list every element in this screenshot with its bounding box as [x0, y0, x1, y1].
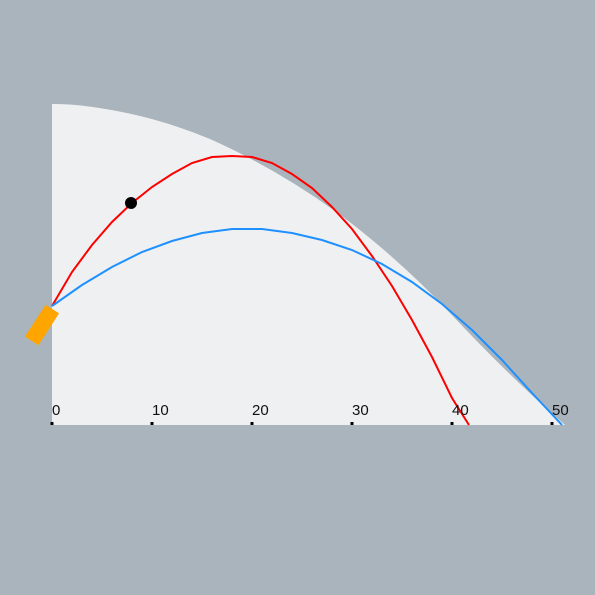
axis-tick-label: 10 [152, 402, 169, 419]
axis-tick [550, 422, 554, 425]
axis-tick-label: 20 [252, 402, 269, 419]
distance-axis: 0 10 20 30 40 50 [50, 402, 569, 425]
axis-tick [50, 422, 54, 425]
axis-tick-label: 0 [52, 402, 60, 419]
axis-tick [450, 422, 454, 425]
cannon-icon[interactable] [24, 304, 60, 346]
axis-tick [350, 422, 354, 425]
trajectory-high [51, 154, 470, 426]
ball-icon [125, 197, 137, 209]
axis-tick-label: 40 [452, 402, 469, 419]
axis-tick [150, 422, 154, 425]
axis-tick-label: 50 [552, 402, 569, 419]
reachable-envelope [52, 104, 565, 425]
trajectory-low [51, 228, 563, 426]
axis-tick [250, 422, 254, 425]
axis-tick-label: 30 [352, 402, 369, 419]
